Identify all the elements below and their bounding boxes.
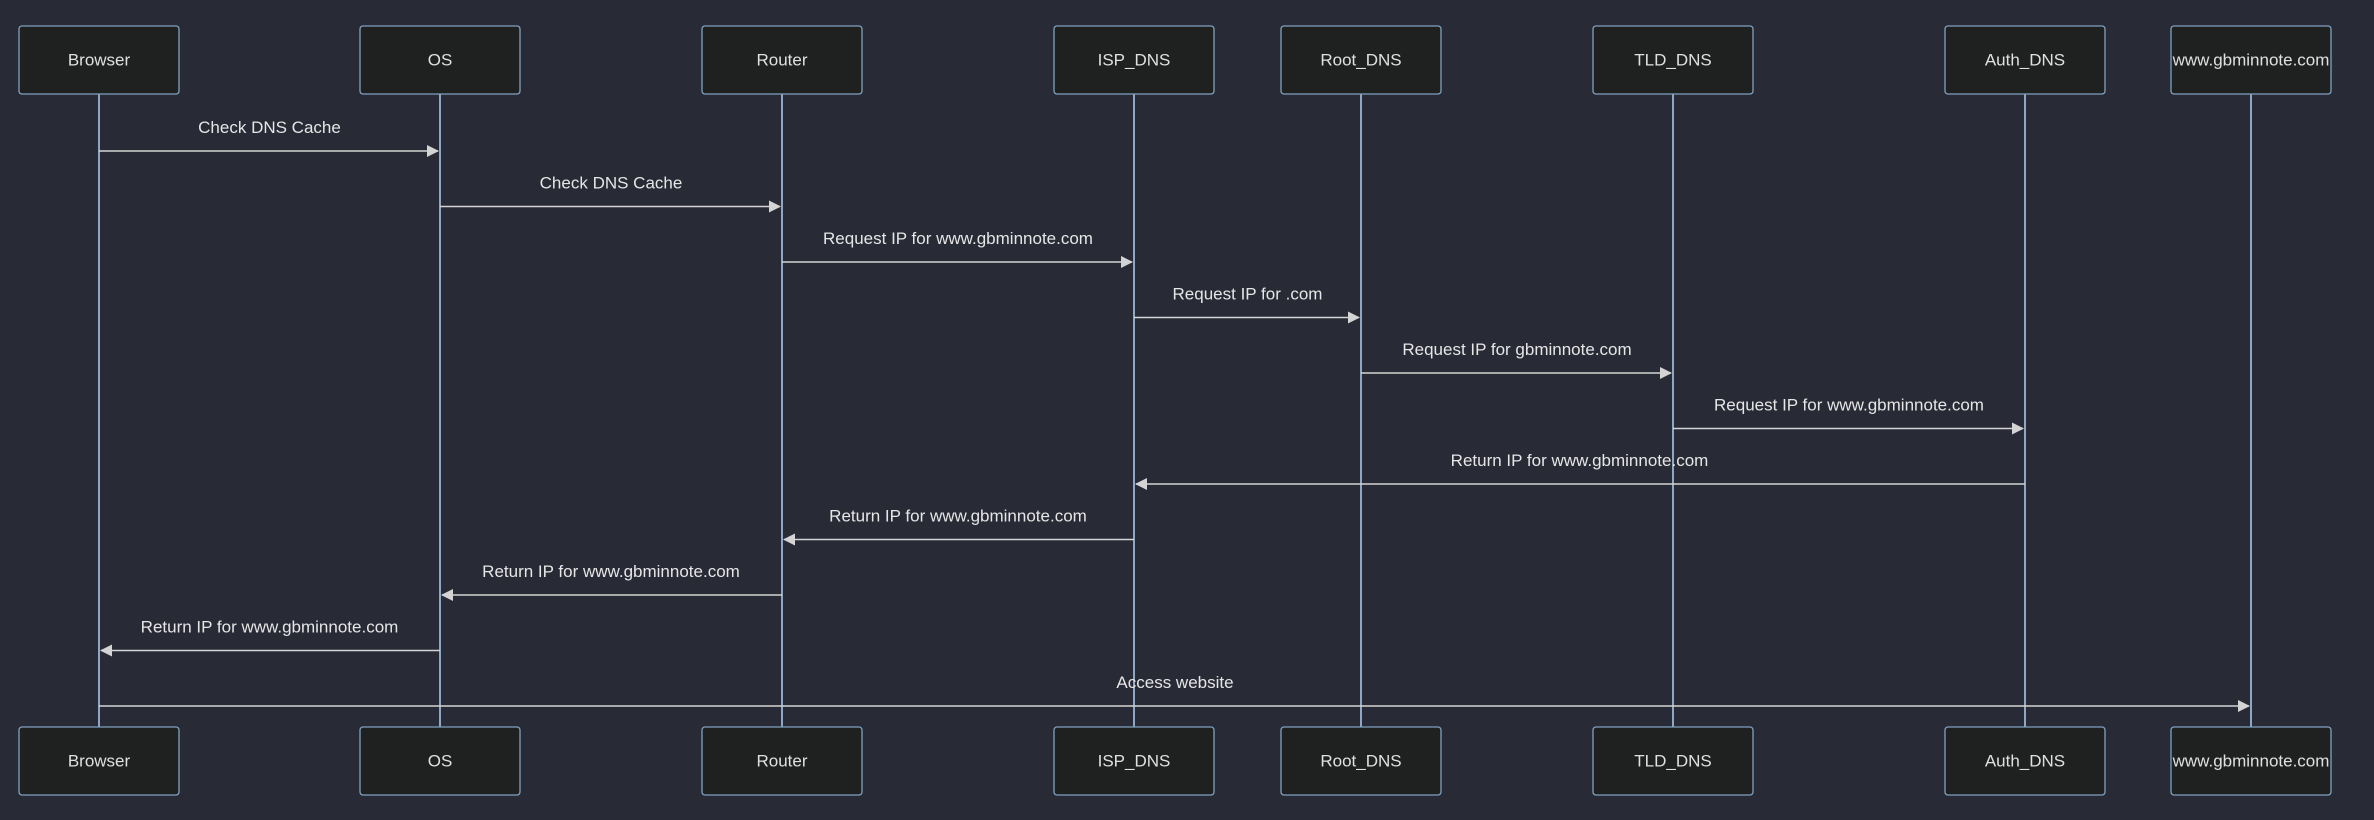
actor-label: Browser xyxy=(68,50,131,69)
actor-tld_dns-bottom: TLD_DNS xyxy=(1592,726,1754,796)
actor-tld_dns-top: TLD_DNS xyxy=(1592,25,1754,95)
actor-box xyxy=(18,726,180,796)
message-label: Request IP for .com xyxy=(1173,285,1323,304)
message-9: Return IP for www.gbminnote.com xyxy=(441,562,782,601)
actor-label: OS xyxy=(428,50,453,69)
actor-label: TLD_DNS xyxy=(1634,50,1711,69)
actor-router-bottom: Router xyxy=(701,726,863,796)
actor-website-top: www.gbminnote.com xyxy=(2170,25,2332,95)
actor-label: Root_DNS xyxy=(1320,751,1401,770)
actor-box xyxy=(359,25,521,95)
actor-box xyxy=(1944,25,2106,95)
actor-label: www.gbminnote.com xyxy=(2172,751,2330,770)
actor-label: www.gbminnote.com xyxy=(2172,50,2330,69)
actor-os-top: OS xyxy=(359,25,521,95)
actor-label: TLD_DNS xyxy=(1634,751,1711,770)
actor-box xyxy=(18,25,180,95)
message-6: Request IP for www.gbminnote.com xyxy=(1673,396,2024,435)
message-label: Return IP for www.gbminnote.com xyxy=(829,507,1087,526)
actor-box xyxy=(1592,726,1754,796)
message-label: Return IP for www.gbminnote.com xyxy=(141,618,399,637)
actor-label: Browser xyxy=(68,751,131,770)
message-7: Return IP for www.gbminnote.com xyxy=(1135,451,2025,490)
message-4: Request IP for .com xyxy=(1134,285,1360,324)
message-1: Check DNS Cache xyxy=(99,118,439,157)
actor-isp_dns-bottom: ISP_DNS xyxy=(1053,726,1215,796)
actor-browser-bottom: Browser xyxy=(18,726,180,796)
actor-website-bottom: www.gbminnote.com xyxy=(2170,726,2332,796)
actor-os-bottom: OS xyxy=(359,726,521,796)
actor-auth_dns-top: Auth_DNS xyxy=(1944,25,2106,95)
message-11: Access website xyxy=(99,673,2250,712)
message-label: Return IP for www.gbminnote.com xyxy=(1451,451,1709,470)
actor-box xyxy=(1280,726,1442,796)
actor-isp_dns-top: ISP_DNS xyxy=(1053,25,1215,95)
actor-box xyxy=(2170,726,2332,796)
actor-box xyxy=(2170,25,2332,95)
actor-box xyxy=(1280,25,1442,95)
actor-box xyxy=(359,726,521,796)
actor-box xyxy=(1053,726,1215,796)
actor-root_dns-top: Root_DNS xyxy=(1280,25,1442,95)
actor-root_dns-bottom: Root_DNS xyxy=(1280,726,1442,796)
message-label: Request IP for gbminnote.com xyxy=(1402,340,1631,359)
message-label: Request IP for www.gbminnote.com xyxy=(823,229,1093,248)
message-label: Access website xyxy=(1116,673,1233,692)
message-8: Return IP for www.gbminnote.com xyxy=(783,507,1134,546)
message-10: Return IP for www.gbminnote.com xyxy=(100,618,440,657)
message-label: Return IP for www.gbminnote.com xyxy=(482,562,740,581)
actor-box xyxy=(701,726,863,796)
message-label: Check DNS Cache xyxy=(198,118,341,137)
actor-label: ISP_DNS xyxy=(1098,50,1171,69)
actor-router-top: Router xyxy=(701,25,863,95)
actor-box xyxy=(1592,25,1754,95)
actor-label: OS xyxy=(428,751,453,770)
message-3: Request IP for www.gbminnote.com xyxy=(782,229,1133,268)
message-label: Check DNS Cache xyxy=(540,174,683,193)
actor-box xyxy=(1944,726,2106,796)
actor-box xyxy=(1053,25,1215,95)
actor-box xyxy=(701,25,863,95)
actor-label: Root_DNS xyxy=(1320,50,1401,69)
actor-label: Router xyxy=(756,751,807,770)
message-2: Check DNS Cache xyxy=(440,174,781,213)
message-label: Request IP for www.gbminnote.com xyxy=(1714,396,1984,415)
actor-auth_dns-bottom: Auth_DNS xyxy=(1944,726,2106,796)
actor-browser-top: Browser xyxy=(18,25,180,95)
actor-label: Router xyxy=(756,50,807,69)
actor-label: Auth_DNS xyxy=(1985,50,2065,69)
actor-label: ISP_DNS xyxy=(1098,751,1171,770)
message-5: Request IP for gbminnote.com xyxy=(1361,340,1672,379)
actor-label: Auth_DNS xyxy=(1985,751,2065,770)
